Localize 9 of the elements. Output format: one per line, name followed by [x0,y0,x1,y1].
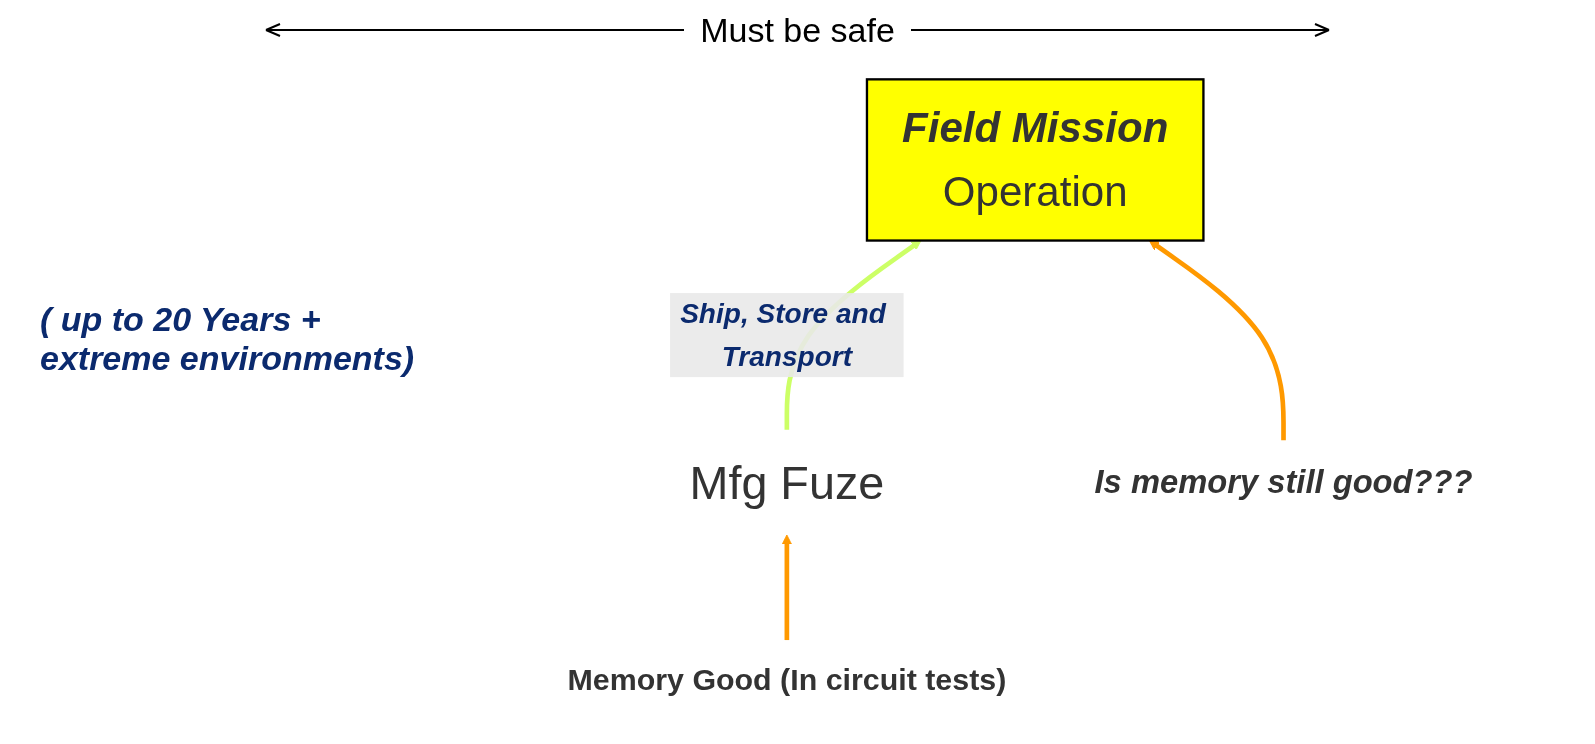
node-text: Mfg Fuze [689,456,885,509]
arrow [781,534,792,641]
node-text: Memory Good (In circuit tests) [567,662,1007,698]
arrow [1148,240,1286,441]
node-box: Field Mission Operation [865,78,1205,242]
edge-label: Ship, Store and Transport [680,297,886,372]
duration-note: ( up to 20 Years + extreme environments) [40,300,415,377]
node-text: Is memory still good??? [1094,463,1473,500]
span-label: Must be safe [700,10,895,50]
